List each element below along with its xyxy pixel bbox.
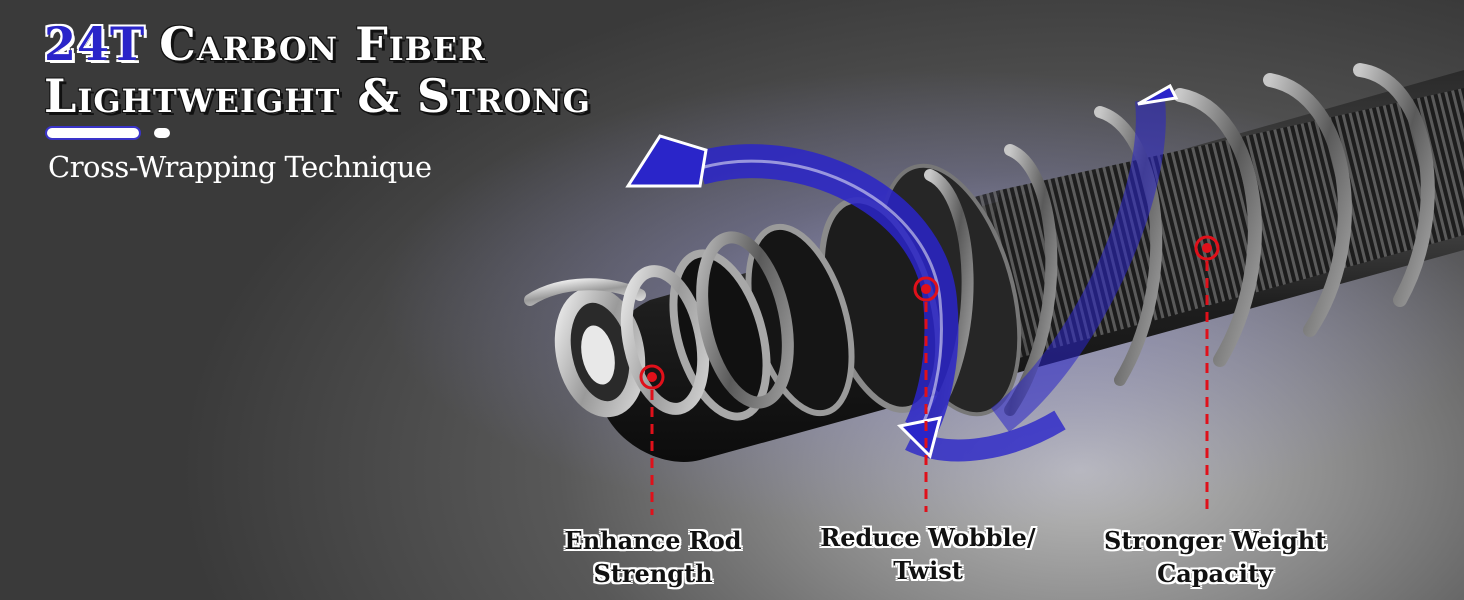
callout-3-line-1: Stronger Weight <box>1104 526 1327 555</box>
callout-label-2: Reduce Wobble/ Twist <box>812 521 1044 587</box>
headline-accent: 24T <box>44 17 146 71</box>
callout-1-line-1: Enhance Rod <box>564 526 742 555</box>
callout-label-3: Stronger Weight Capacity <box>1104 524 1326 590</box>
divider-dot <box>154 128 170 138</box>
callout-2-line-2: Twist <box>893 556 963 585</box>
callout-marker-3 <box>1194 235 1220 515</box>
callout-3-line-2: Capacity <box>1157 559 1273 588</box>
callout-label-1: Enhance Rod Strength <box>548 524 758 590</box>
headline-line-2: Lightweight & Strong <box>44 69 591 123</box>
headline-line-1-rest: Carbon Fiber <box>159 17 486 71</box>
divider-bar <box>47 128 139 138</box>
coiled-tip <box>524 231 794 418</box>
callout-1-line-2: Strength <box>593 559 713 588</box>
callout-marker-1 <box>639 364 665 515</box>
subtitle: Cross-Wrapping Technique <box>48 150 432 184</box>
callout-marker-2 <box>913 276 939 512</box>
callout-2-line-1: Reduce Wobble/ <box>820 523 1036 552</box>
